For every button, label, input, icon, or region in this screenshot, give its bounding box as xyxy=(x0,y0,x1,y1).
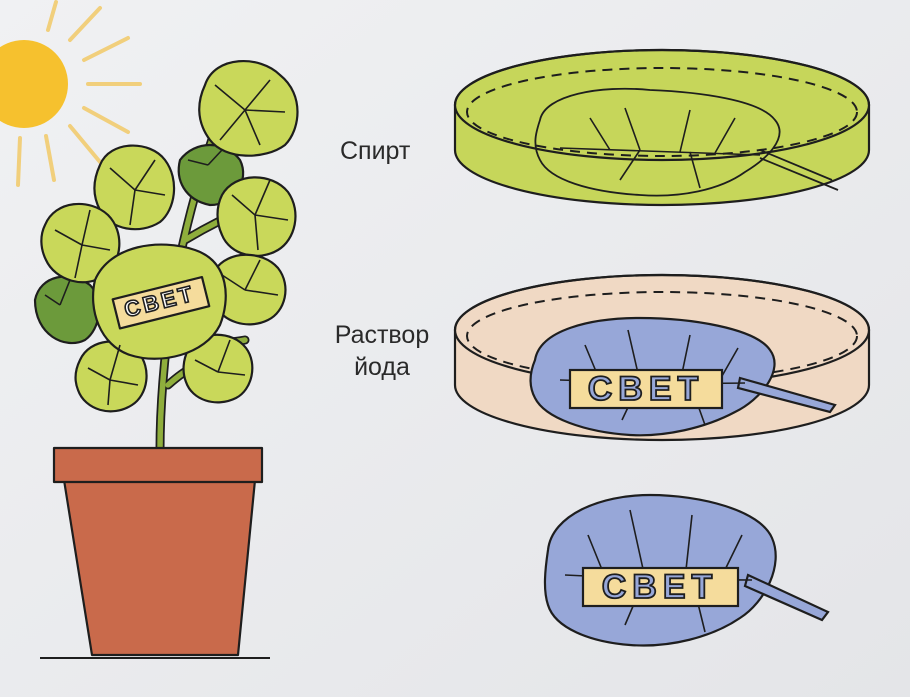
iodine-label-line2: йода xyxy=(354,353,410,381)
sun-icon xyxy=(0,0,142,187)
dish-stencil-text: СВЕТ xyxy=(588,370,705,408)
petri-dish-icon xyxy=(453,273,871,442)
alcohol-label: Спирт xyxy=(340,137,411,165)
leaf-icon xyxy=(543,493,830,647)
flower-pot-icon xyxy=(40,446,270,659)
leaf-stencil-text: СВЕТ xyxy=(602,568,719,606)
petri-dish-icon xyxy=(453,48,871,207)
geranium-plant-icon xyxy=(33,59,299,455)
iodine-label-line1: Раствор xyxy=(334,321,430,349)
